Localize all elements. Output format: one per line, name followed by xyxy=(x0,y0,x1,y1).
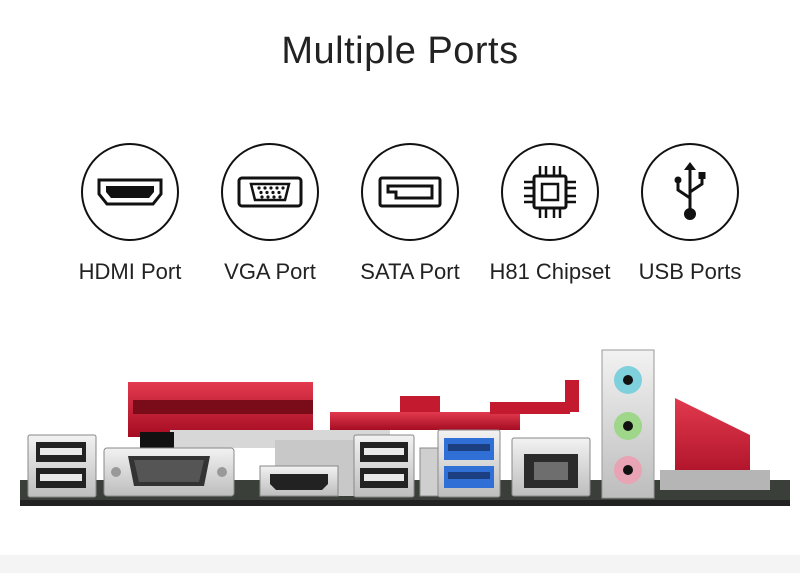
sata-port-icon xyxy=(361,143,459,241)
feature-label-sata: SATA Port xyxy=(360,259,460,284)
feature-sata: SATA Port xyxy=(340,143,480,285)
chipset-icon xyxy=(501,143,599,241)
feature-hdmi: HDMI Port xyxy=(60,143,200,285)
page-title: Multiple Ports xyxy=(281,30,519,72)
feature-chipset: H81 Chipset xyxy=(480,143,620,285)
feature-icons-row: HDMI Port VGA Port SATA Port xyxy=(60,143,760,285)
vga-port-icon xyxy=(221,143,319,241)
feature-label-chipset: H81 Chipset xyxy=(489,259,611,284)
usb-icon xyxy=(641,143,739,241)
feature-vga: VGA Port xyxy=(200,143,340,285)
motherboard-io-panel-image xyxy=(20,349,790,506)
hdmi-port-icon xyxy=(81,143,179,241)
feature-label-usb: USB Ports xyxy=(638,259,742,284)
red-slot-mid xyxy=(330,412,520,430)
feature-label-hdmi: HDMI Port xyxy=(78,259,182,284)
feature-label-vga: VGA Port xyxy=(224,259,316,284)
feature-usb: USB Ports xyxy=(620,143,760,285)
red-slot-right xyxy=(675,398,750,490)
surface-shadow xyxy=(0,555,800,573)
